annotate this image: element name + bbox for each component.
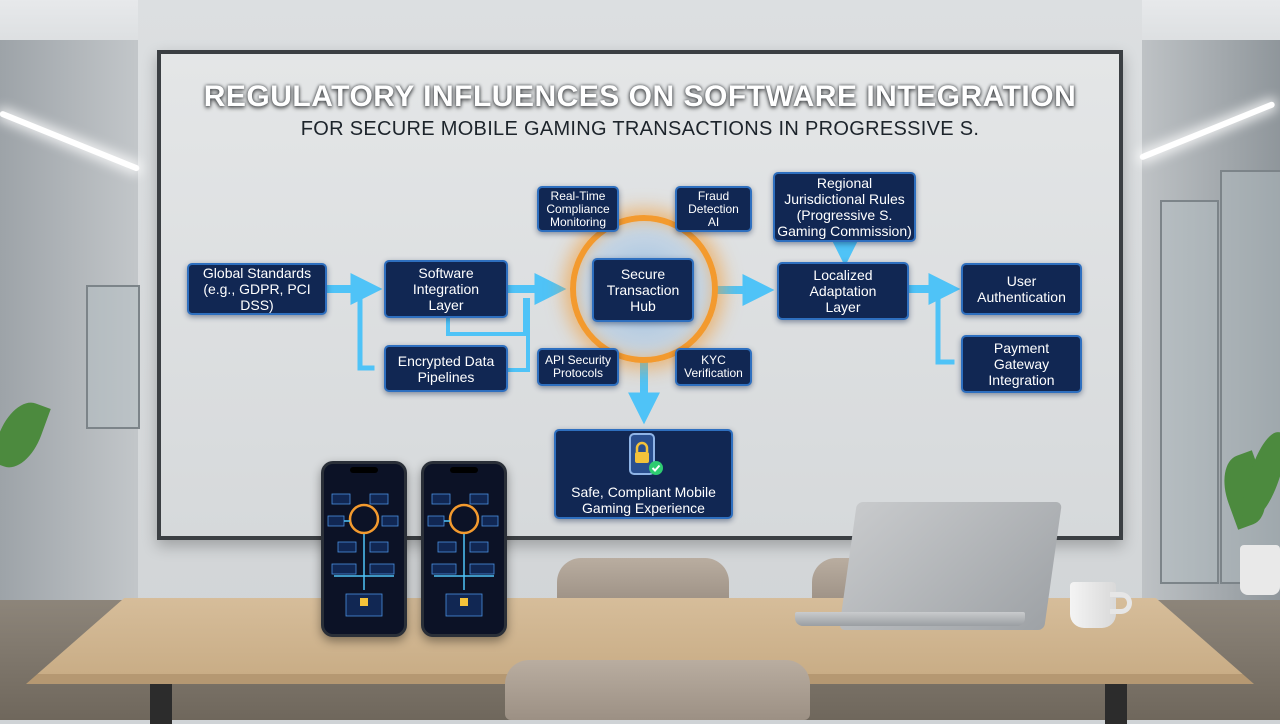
node-label: Safe, Compliant Mobile Gaming Experience xyxy=(571,484,716,516)
phone-notch xyxy=(350,467,378,473)
node-software-integration: Software Integration Layer xyxy=(384,260,508,318)
node-label: User Authentication xyxy=(977,273,1066,305)
node-localized-layer: Localized Adaptation Layer xyxy=(777,262,909,320)
node-label: Global Standards (e.g., GDPR, PCI DSS) xyxy=(202,265,312,313)
left-window xyxy=(86,285,140,429)
coffee-mug xyxy=(1070,582,1116,628)
node-label: Payment Gateway Integration xyxy=(988,340,1055,388)
phone-right xyxy=(421,461,507,637)
lock-icon xyxy=(628,433,663,475)
node-realtime-monitoring: Real-Time Compliance Monitoring xyxy=(537,186,619,232)
phone-left xyxy=(321,461,407,637)
node-regional-rules: Regional Jurisdictional Rules (Progressi… xyxy=(773,172,916,242)
node-label: Fraud Detection AI xyxy=(688,188,739,229)
node-label: API Security Protocols xyxy=(544,353,612,380)
node-secure-hub: Secure Transaction Hub xyxy=(592,258,694,322)
node-label: Regional Jurisdictional Rules (Progressi… xyxy=(777,175,912,239)
node-fraud-detection: Fraud Detection AI xyxy=(675,186,752,232)
phone-notch xyxy=(450,467,478,473)
diagram-title: REGULATORY INFLUENCES ON SOFTWARE INTEGR… xyxy=(203,80,1077,113)
node-encrypted-pipelines: Encrypted Data Pipelines xyxy=(384,345,508,392)
laptop-base xyxy=(795,612,1025,626)
node-payment-gateway: Payment Gateway Integration xyxy=(961,335,1082,393)
node-label: Encrypted Data Pipelines xyxy=(397,352,495,385)
node-label: KYC Verification xyxy=(684,353,743,380)
node-final-experience: Safe, Compliant Mobile Gaming Experience xyxy=(554,429,733,519)
node-label: Real-Time Compliance Monitoring xyxy=(546,188,610,229)
phone-screen-diagram xyxy=(427,493,499,617)
node-api-security: API Security Protocols xyxy=(537,348,619,386)
diagram-subtitle: FOR SECURE MOBILE GAMING TRANSACTIONS IN… xyxy=(300,118,980,140)
node-label: Localized Adaptation Layer xyxy=(809,267,877,315)
chair-front xyxy=(505,660,810,720)
coffee-mug-handle xyxy=(1110,592,1132,614)
laptop-lid xyxy=(839,502,1062,630)
node-label: Secure Transaction Hub xyxy=(606,266,680,314)
node-global-standards: Global Standards (e.g., GDPR, PCI DSS) xyxy=(187,263,327,315)
left-wall xyxy=(0,40,140,600)
right-glass-panel xyxy=(1160,200,1219,584)
node-label: Software Integration Layer xyxy=(412,265,480,313)
plant-pot-right xyxy=(1240,545,1280,595)
table-leg xyxy=(1105,684,1127,724)
node-kyc: KYC Verification xyxy=(675,348,752,386)
phone-screen-diagram xyxy=(327,493,399,617)
table-leg xyxy=(150,684,172,724)
node-user-authentication: User Authentication xyxy=(961,263,1082,315)
chair-back-left xyxy=(557,558,729,604)
